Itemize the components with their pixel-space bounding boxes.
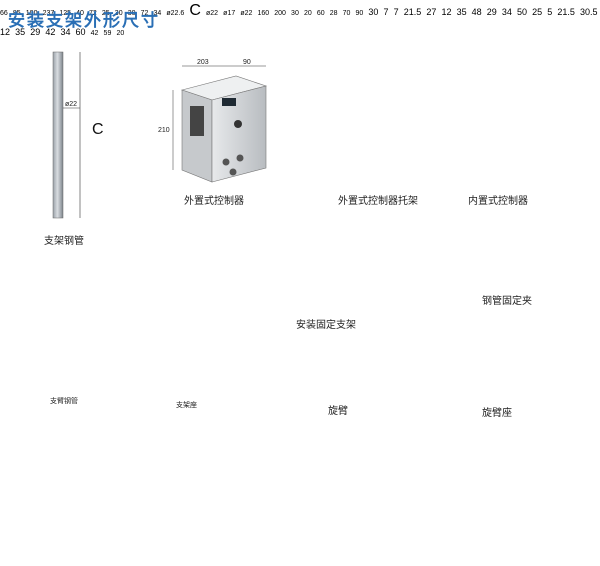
arm-diameter: ø22 [206,10,219,17]
internal-controller: 125 40 72 [59,0,102,19]
plate-left-l2: 35 [456,7,467,17]
caption-swing-arm-seat: 旋臂座 [482,408,512,419]
caption-bracket-pipe: 支架钢管 [44,236,84,247]
seat-height-2: 28 [329,10,338,17]
fixed-bracket-a: 30 [114,10,123,17]
pipe-diameter: ø22 [65,101,77,108]
swing-arm-l2: 200 [274,10,286,17]
plate-mid-d: 30.5 [579,7,598,17]
plate-mid-e: 12 [0,27,11,37]
swing-arm-l1: 160 [257,10,270,17]
ext-ctrl-width: 203 [197,59,209,66]
int-ctrl-height: 40 [76,10,84,17]
caption-external-controller: 外置式控制器 [184,196,244,207]
plate-left-r1: 21.5 [403,7,422,17]
plate-left-b1: 48 [471,7,482,17]
angle-plate-mid: 25 5 21.5 30.5 12 35 29 42 34 60 [0,0,597,39]
plate-mid-f: 35 [15,27,26,37]
pipe-length-label: C [92,121,104,138]
caption-pipe-clamp: 钢管固定夹 [482,296,532,307]
ext-ctrl-depth: 90 [243,59,251,66]
pad-a: 42 [90,30,99,37]
plate-left-b4: 50 [517,7,528,17]
plate-left-b3: 34 [501,7,512,17]
clamp-height: 34 [153,10,162,17]
plate-mid-i: 34 [60,27,71,37]
plate-left-r2: 27 [426,7,437,17]
plate-left-b2: 29 [486,7,497,17]
seat-width-2: 90 [355,10,364,17]
int-ctrl-depth: 72 [89,10,97,17]
int-ctrl-width: 125 [59,10,72,17]
caption-mount-fixed-bracket: 安装固定支架 [296,320,356,331]
seat-width-1: 70 [342,10,351,17]
caption-swing-arm: 旋臂 [328,406,348,417]
page-title: 安装支架外形尺寸 [8,11,160,31]
clamp-width: 72 [140,10,149,17]
caption-bracket-base: 支架座 [176,401,197,409]
arm-length-label: C [189,2,201,19]
tray-dim-a: 66 [0,10,8,17]
pipe-clamp: 72 34 ø22.6 [141,0,190,19]
swing-arm-d1: ø17 [223,10,236,17]
swing-arm: ø17 ø22 160 200 30 20 [223,0,317,19]
seat-height: 60 [316,10,325,17]
mount-fixed-bracket: 25 30 30 [102,0,141,19]
arm-pipe: C ø22 [189,0,223,19]
pad-b: 59 [103,30,112,37]
plate-left-l1: 12 [441,7,452,17]
ext-ctrl-height: 210 [158,127,170,134]
plate-mid-j: 60 [75,27,86,37]
plate-left-s1: 7 [383,7,389,17]
plate-left-s2: 7 [393,7,399,17]
tray-dim-b: 85 [12,10,21,17]
plate-mid-g: 29 [30,27,41,37]
fixed-bracket-b: 30 [127,10,136,17]
angle-plate-left: 30 7 7 21.5 27 12 35 48 29 34 50 [368,0,532,19]
swing-arm-h1: 30 [291,10,299,17]
pad-c: 20 [116,30,125,37]
clamp-diameter: ø22.6 [166,10,185,17]
plate-left-top: 30 [368,7,379,17]
caption-internal-controller: 内置式控制器 [468,196,528,207]
caption-external-controller-tray: 外置式控制器托架 [338,196,418,207]
plate-mid-b: 5 [547,7,553,17]
bracket-pipe: ø22 C [52,51,104,219]
tray-dim-h2: 237 [42,10,55,17]
swing-arm-d2: ø22 [240,10,253,17]
fixed-bracket-height: 25 [101,10,110,17]
plate-mid-c: 21.5 [557,7,575,17]
swing-arm-seat: 60 28 70 90 [317,0,369,19]
caption-arm-pipe: 支臂钢管 [50,397,78,405]
plate-mid-a: 25 [532,7,543,17]
plate-mid-h: 42 [45,27,56,37]
external-controller-tray: 66 85 100 237 [0,0,59,19]
external-controller: 203 90 210 [158,59,268,183]
swing-arm-h2: 20 [303,10,312,17]
tray-dim-h1: 100 [25,10,38,17]
rubber-pad: 42 59 20 [91,20,125,39]
